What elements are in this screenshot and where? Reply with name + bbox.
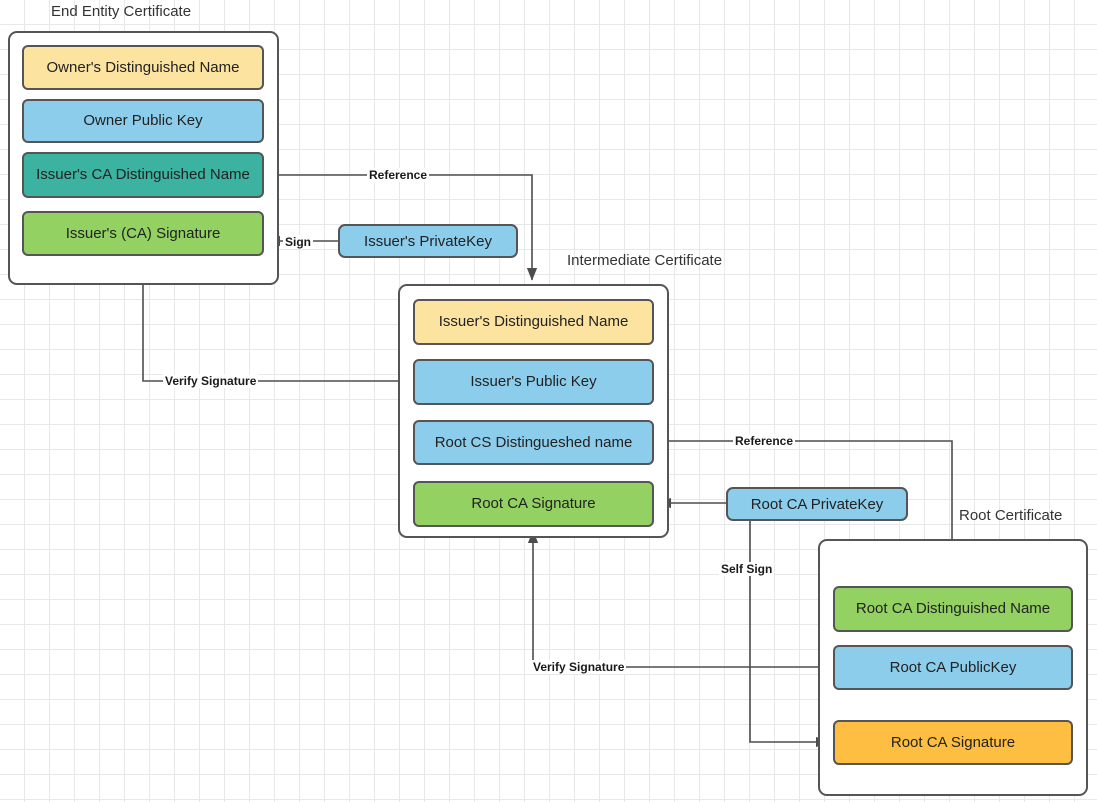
field-root-ca-publickey[interactable]: Root CA PublicKey xyxy=(833,645,1073,690)
field-issuers-distinguished-name[interactable]: Issuer's Distinguished Name xyxy=(413,299,654,345)
field-issuers-ca-signature[interactable]: Issuer's (CA) Signature xyxy=(22,211,264,256)
field-issuers-ca-distinguished-name[interactable]: Issuer's CA Distinguished Name xyxy=(22,152,264,198)
field-root-ca-distinguished-name[interactable]: Root CA Distinguished Name xyxy=(833,586,1073,632)
edge-label-verify-signature-bottom: Verify Signature xyxy=(531,660,627,674)
root-certificate-title: Root Certificate xyxy=(959,507,1063,524)
key-root-ca-privatekey[interactable]: Root CA PrivateKey xyxy=(726,487,908,521)
edge-label-sign: Sign xyxy=(283,235,313,249)
edge-verify-signature-bottom xyxy=(527,530,833,668)
edge-label-verify-signature-top: Verify Signature xyxy=(163,374,259,388)
edge-label-reference-bottom: Reference xyxy=(733,434,796,448)
edge-self-sign xyxy=(749,521,829,748)
key-issuers-privatekey[interactable]: Issuer's PrivateKey xyxy=(338,224,518,258)
edge-label-reference-top: Reference xyxy=(367,168,430,182)
field-issuers-public-key[interactable]: Issuer's Public Key xyxy=(413,359,654,405)
field-root-ca-signature[interactable]: Root CA Signature xyxy=(833,720,1073,765)
field-owners-distinguished-name[interactable]: Owner's Distinguished Name xyxy=(22,45,264,90)
edge-label-self-sign: Self Sign xyxy=(719,562,775,576)
end-entity-certificate-title: End Entity Certificate xyxy=(51,3,192,20)
field-owner-public-key[interactable]: Owner Public Key xyxy=(22,99,264,143)
field-root-cs-distingueshed-name[interactable]: Root CS Distingueshed name xyxy=(413,420,654,465)
intermediate-certificate-title: Intermediate Certificate xyxy=(567,252,723,269)
field-intermediate-root-ca-signature[interactable]: Root CA Signature xyxy=(413,481,654,527)
